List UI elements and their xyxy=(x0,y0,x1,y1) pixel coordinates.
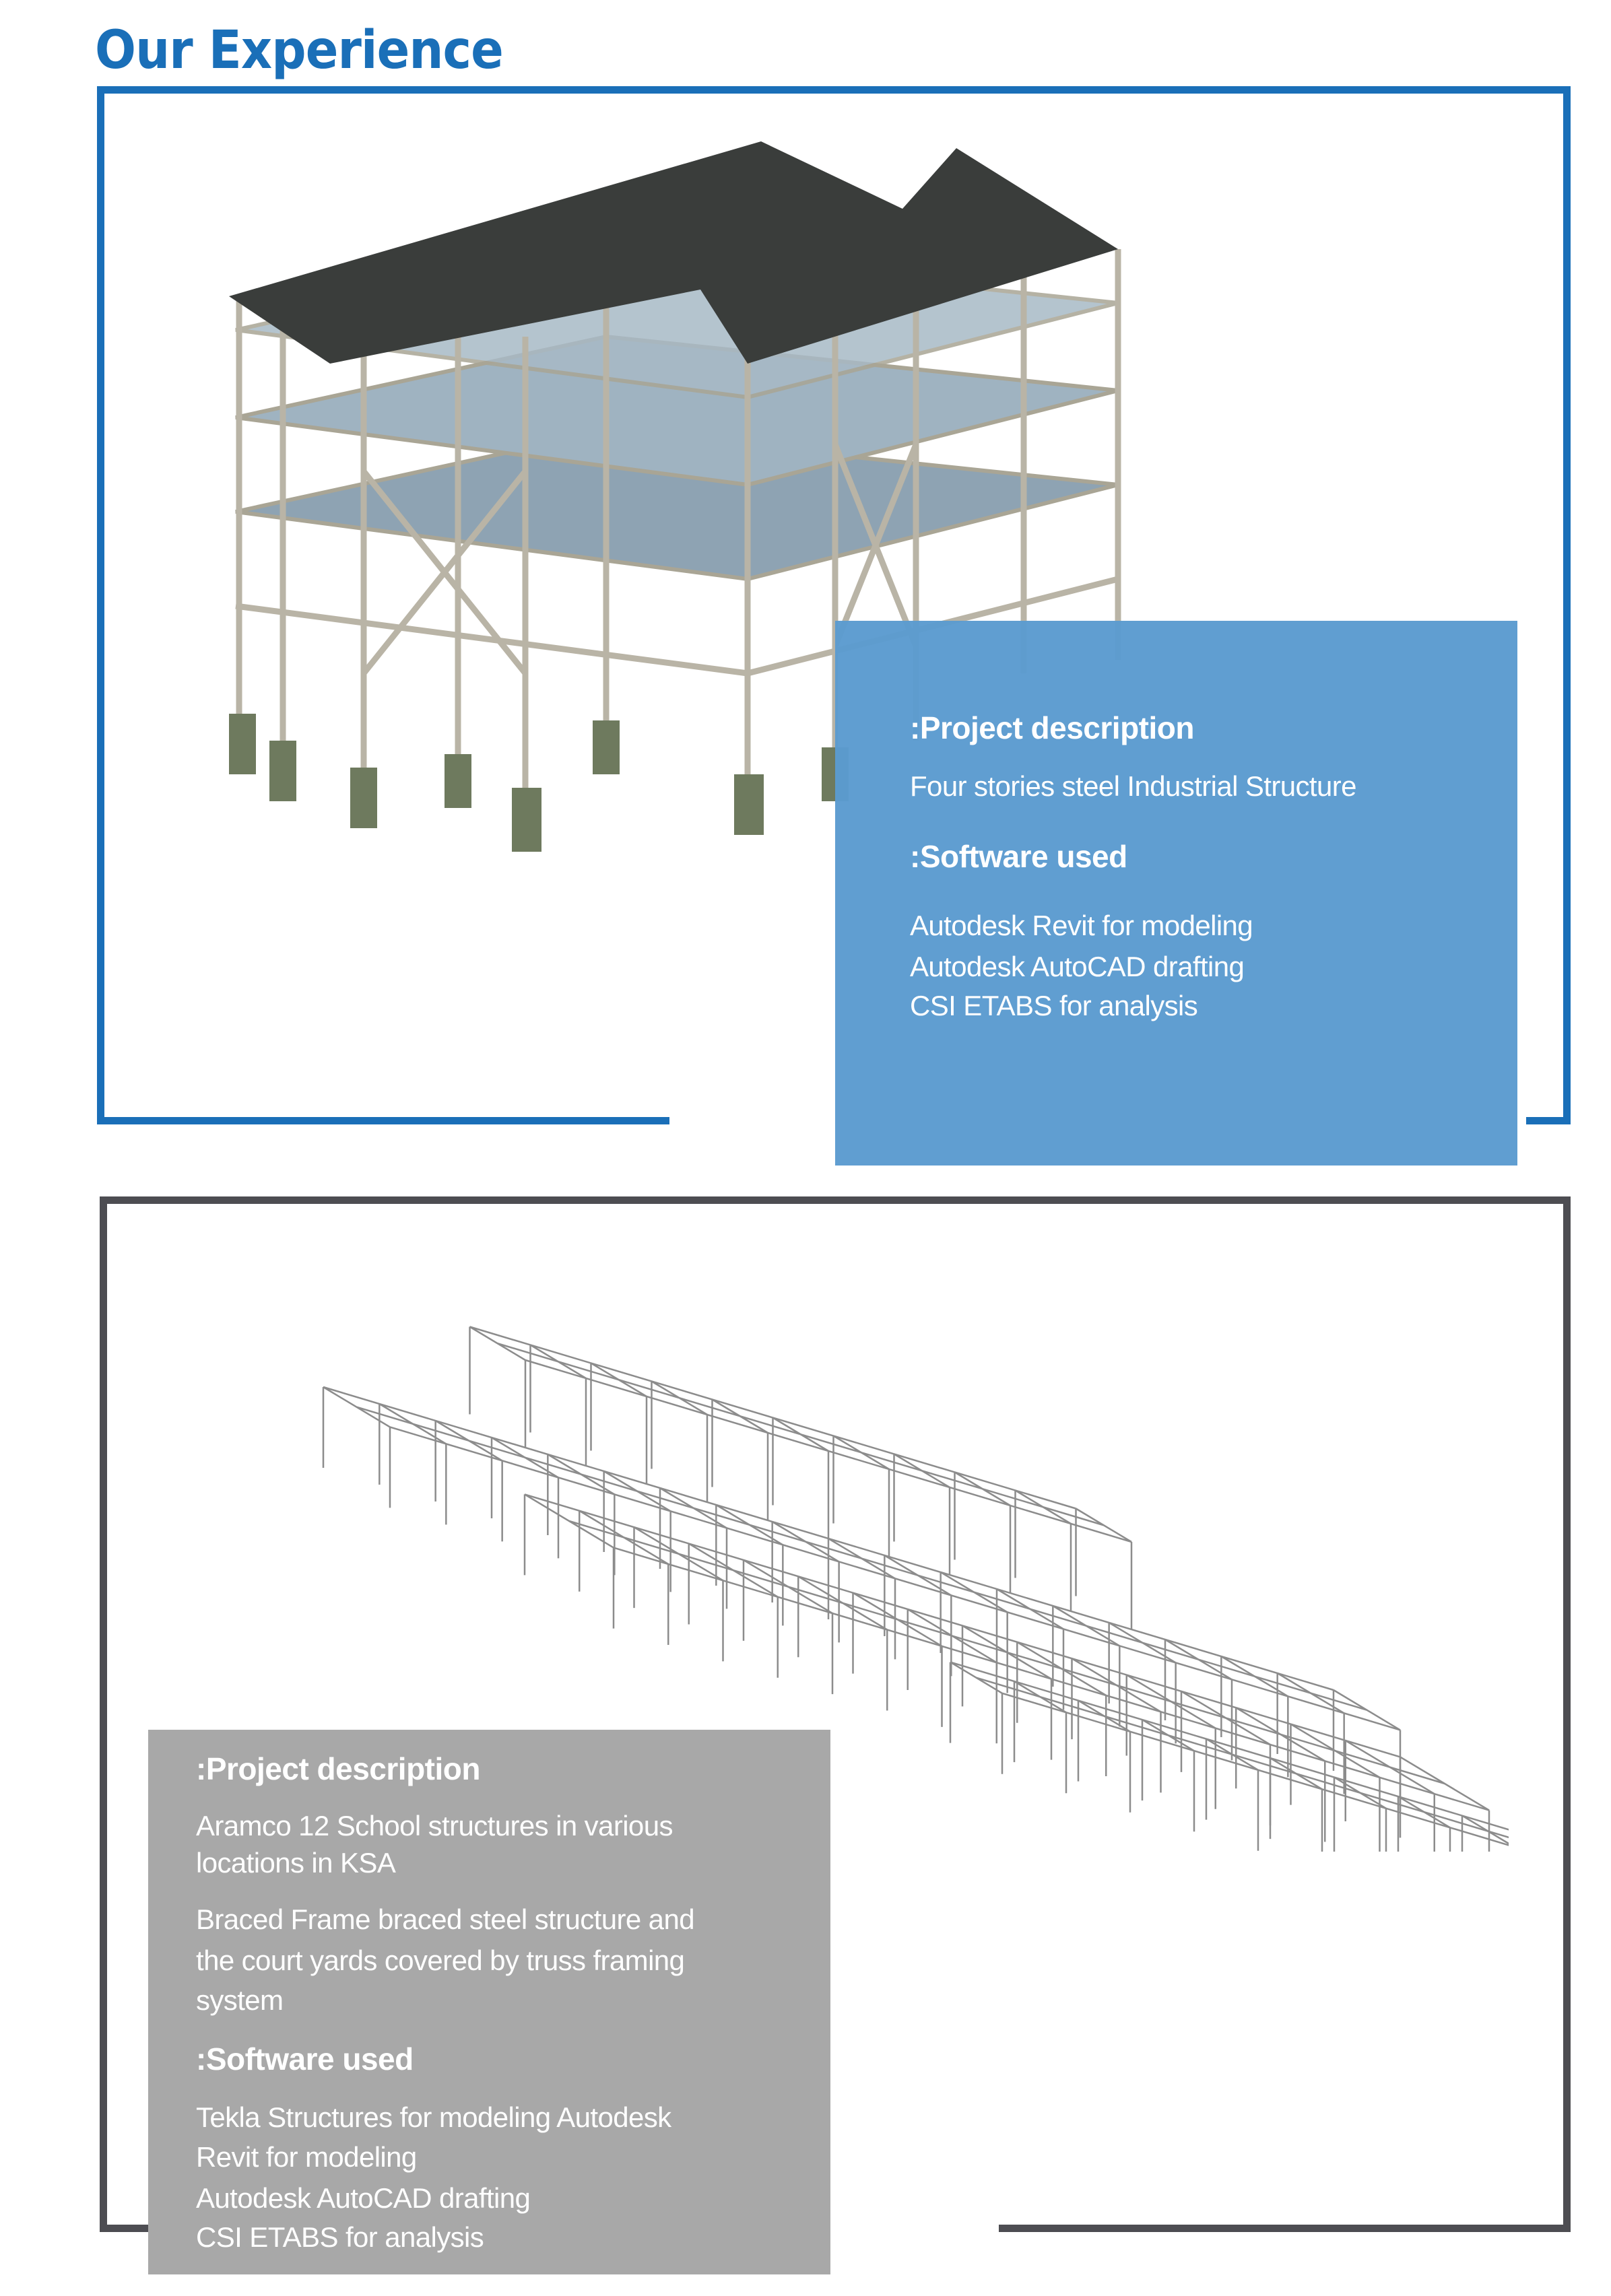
project-description-text: the court yards covered by truss framing xyxy=(196,1945,685,1976)
software-item: CSI ETABS for analysis xyxy=(910,990,1198,1021)
software-item: Revit for modeling xyxy=(196,2141,417,2173)
steel-building-render-image xyxy=(229,141,1121,852)
project-description-text: Four stories steel Industrial Structure xyxy=(910,770,1356,802)
frame-left-border xyxy=(97,86,104,1124)
page-title: Our Experience xyxy=(95,20,504,81)
project-description-text: locations in KSA xyxy=(196,1847,396,1879)
software-item: Autodesk Revit for modeling xyxy=(910,910,1253,941)
project-description-text: Braced Frame braced steel structure and xyxy=(196,1903,695,1935)
school-wireframe-model-image xyxy=(322,1326,1509,1852)
frame-bottom-border-right xyxy=(999,2225,1571,2232)
software-item: Autodesk AutoCAD drafting xyxy=(196,2182,531,2214)
frame-left-border xyxy=(100,1196,107,2232)
software-used-heading: :Software used xyxy=(910,839,1127,874)
project-1-info-panel: :Project description Four stories steel … xyxy=(835,621,1517,1166)
frame-right-border xyxy=(1563,1196,1571,2232)
software-item: CSI ETABS for analysis xyxy=(196,2221,484,2253)
software-used-heading: :Software used xyxy=(196,2041,414,2076)
frame-bottom-border-right xyxy=(1526,1117,1571,1124)
frame-bottom-border-left xyxy=(97,1117,669,1124)
frame-top-border xyxy=(100,1196,1571,1204)
software-item: Tekla Structures for modeling Autodesk xyxy=(196,2101,671,2133)
project-description-text: Aramco 12 School structures in various xyxy=(196,1810,673,1842)
project-2-info-panel: :Project description Aramco 12 School st… xyxy=(148,1730,830,2274)
project-description-heading: :Project description xyxy=(196,1751,480,1786)
frame-bottom-border-left xyxy=(100,2225,148,2232)
software-item: Autodesk AutoCAD drafting xyxy=(910,951,1245,982)
frame-right-border xyxy=(1563,86,1571,1124)
project-description-text: system xyxy=(196,1984,284,2016)
project-description-heading: :Project description xyxy=(910,710,1194,745)
frame-top-border xyxy=(97,86,1571,94)
